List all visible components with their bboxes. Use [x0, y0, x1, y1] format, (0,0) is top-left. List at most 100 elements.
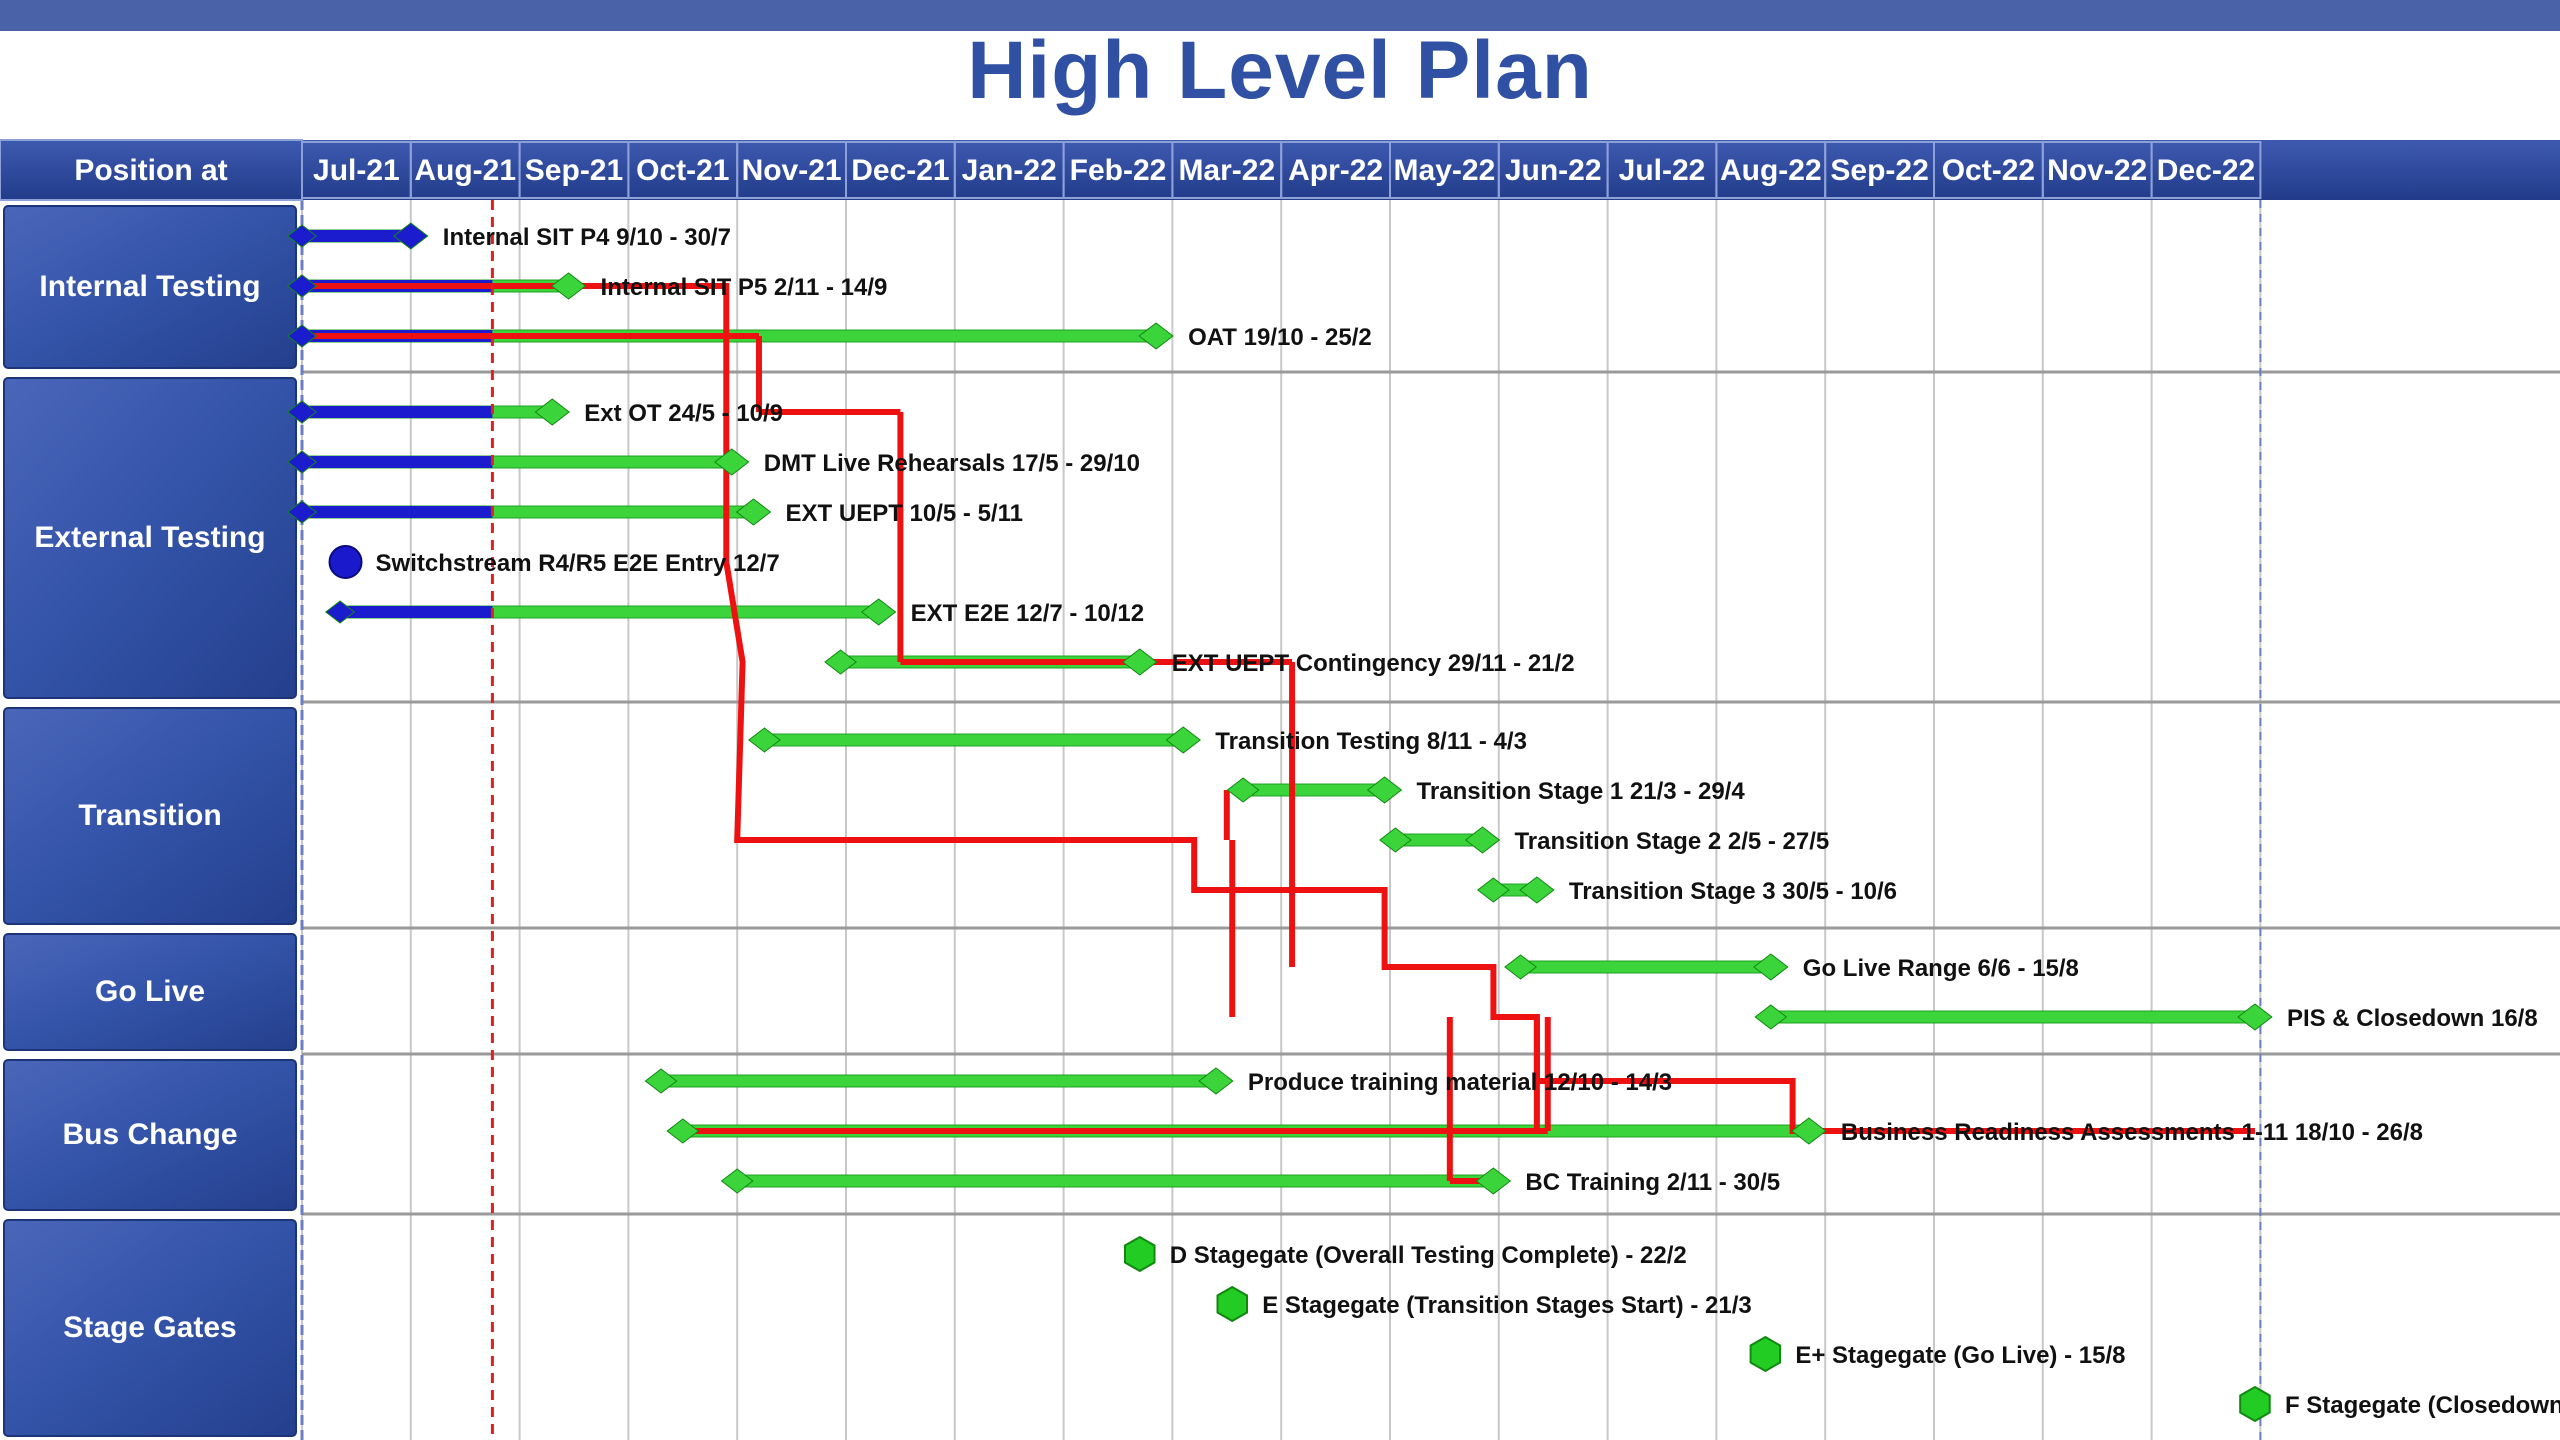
task-start-diamond: [286, 450, 318, 474]
task-label: Transition Stage 1 21/3 - 29/4: [1417, 778, 1746, 805]
page-title: High Level Plan: [967, 25, 1593, 116]
section-label: Transition: [78, 799, 221, 832]
stagegate-milestone: [2239, 1385, 2271, 1423]
task-end-diamond: [2237, 1003, 2273, 1031]
month-label: Oct-21: [636, 154, 729, 187]
task-start-diamond: [324, 600, 356, 624]
header-label-cell: [0, 139, 303, 201]
task-end-diamond: [1198, 1067, 1234, 1095]
task-start-diamond: [286, 274, 318, 298]
month-label: Mar-22: [1178, 154, 1275, 187]
task-end-diamond: [1366, 776, 1403, 804]
section-panel: [3, 933, 297, 1051]
timeline-header: [0, 140, 2560, 200]
task-bar-completed: [302, 506, 493, 518]
stagegate-milestone: [1216, 1285, 1248, 1323]
task-bar-planned: [1770, 1010, 2256, 1024]
task-label: E Stagegate (Transition Stages Start) - …: [1262, 1292, 1751, 1319]
task-bar-completed: [302, 230, 411, 242]
task-label: D Stagegate (Overall Testing Complete) -…: [1170, 1242, 1687, 1269]
month-label: Nov-22: [2047, 154, 2147, 187]
task-start-diamond: [720, 1168, 754, 1194]
header-position-label: Position at: [74, 154, 227, 187]
task-bar-planned: [736, 1174, 1494, 1188]
task-start-diamond: [286, 324, 318, 348]
task-bar-planned: [1242, 783, 1386, 797]
task-label: Business Readiness Assessments 1-11 18/1…: [1841, 1119, 2423, 1146]
plot-area: [302, 200, 2560, 1440]
task-label: Produce training material 12/10 - 14/3: [1248, 1069, 1672, 1096]
task-label: EXT E2E 12/7 - 10/12: [911, 600, 1144, 627]
task-end-diamond: [735, 498, 772, 526]
task-start-diamond: [1754, 1004, 1788, 1030]
task-label: Transition Stage 3 30/5 - 10/6: [1569, 878, 1897, 905]
task-start-diamond: [644, 1068, 678, 1094]
task-end-diamond: [1464, 826, 1501, 854]
task-end-diamond: [860, 598, 897, 626]
month-label: Aug-21: [414, 154, 516, 187]
task-bar-planned: [1520, 960, 1772, 974]
task-label: EXT UEPT Contingency 29/11 - 21/2: [1172, 650, 1575, 677]
critical-path-line: [291, 283, 2255, 1134]
task-end-diamond: [1519, 876, 1555, 904]
task-label: Go Live Range 6/6 - 15/8: [1803, 955, 2079, 982]
task-end-diamond: [534, 398, 570, 426]
task-bar-planned: [660, 1074, 1217, 1088]
task-label: F Stagegate (Closedown: [2285, 1392, 2560, 1419]
month-label: Jul-22: [1619, 154, 1706, 187]
month-label: Sep-22: [1830, 154, 1928, 187]
section-panel: [3, 377, 297, 699]
task-start-diamond: [1504, 954, 1537, 980]
task-end-diamond: [393, 222, 429, 250]
section-label: Go Live: [95, 975, 205, 1008]
task-start-diamond: [286, 400, 318, 424]
task-start-diamond: [286, 500, 318, 524]
task-end-diamond: [714, 448, 750, 476]
task-label: Ext OT 24/5 - 10/9: [584, 400, 783, 427]
stagegate-milestone: [1124, 1235, 1156, 1273]
task-label: Internal SIT P5 2/11 - 14/9: [601, 274, 888, 301]
month-label: Nov-21: [742, 154, 842, 187]
task-bar-planned: [763, 733, 1184, 747]
month-label: Dec-21: [851, 154, 949, 187]
month-cell: [2150, 141, 2262, 199]
month-label: Oct-22: [1942, 154, 2035, 187]
section-label: External Testing: [34, 521, 265, 554]
month-label: Dec-22: [2157, 154, 2255, 187]
month-label: Jul-21: [313, 154, 400, 187]
task-start-diamond: [1379, 827, 1412, 853]
top-band: [0, 0, 2560, 31]
section-label: Internal Testing: [39, 270, 260, 303]
task-bar-completed: [340, 606, 493, 618]
section-label: Stage Gates: [63, 1311, 236, 1344]
milestone-circle: [328, 545, 363, 579]
section-label: Bus Change: [62, 1118, 237, 1151]
task-end-diamond: [1165, 726, 1202, 754]
task-end-diamond: [1753, 953, 1789, 981]
task-label: Internal SIT P4 9/10 - 30/7: [443, 224, 731, 251]
task-label: OAT 19/10 - 25/2: [1188, 324, 1372, 351]
task-bar-completed: [302, 406, 493, 418]
stagegate-milestone: [1749, 1335, 1782, 1373]
task-label: Transition Stage 2 2/5 - 27/5: [1514, 828, 1829, 855]
month-label: Aug-22: [1720, 154, 1822, 187]
month-label: Jun-22: [1505, 154, 1602, 187]
month-label: Apr-22: [1288, 154, 1383, 187]
task-start-diamond: [286, 224, 318, 248]
task-label: DMT Live Rehearsals 17/5 - 29/10: [764, 450, 1140, 477]
task-end-diamond: [1475, 1167, 1512, 1195]
task-label: Switchstream R4/R5 E2E Entry 12/7: [376, 550, 780, 577]
section-panel: [3, 1219, 297, 1437]
month-label: Jan-22: [962, 154, 1057, 187]
task-start-diamond: [747, 727, 781, 753]
task-end-diamond: [1138, 322, 1174, 350]
section-panel: [3, 1059, 297, 1211]
month-label: Sep-21: [525, 154, 623, 187]
task-label: BC Training 2/11 - 30/5: [1525, 1169, 1780, 1196]
month-label: Feb-22: [1070, 154, 1167, 187]
task-start-diamond: [824, 649, 857, 675]
task-bar-completed: [302, 456, 493, 468]
section-panel: [3, 707, 297, 925]
task-label: E+ Stagegate (Go Live) - 15/8: [1795, 1342, 2125, 1369]
